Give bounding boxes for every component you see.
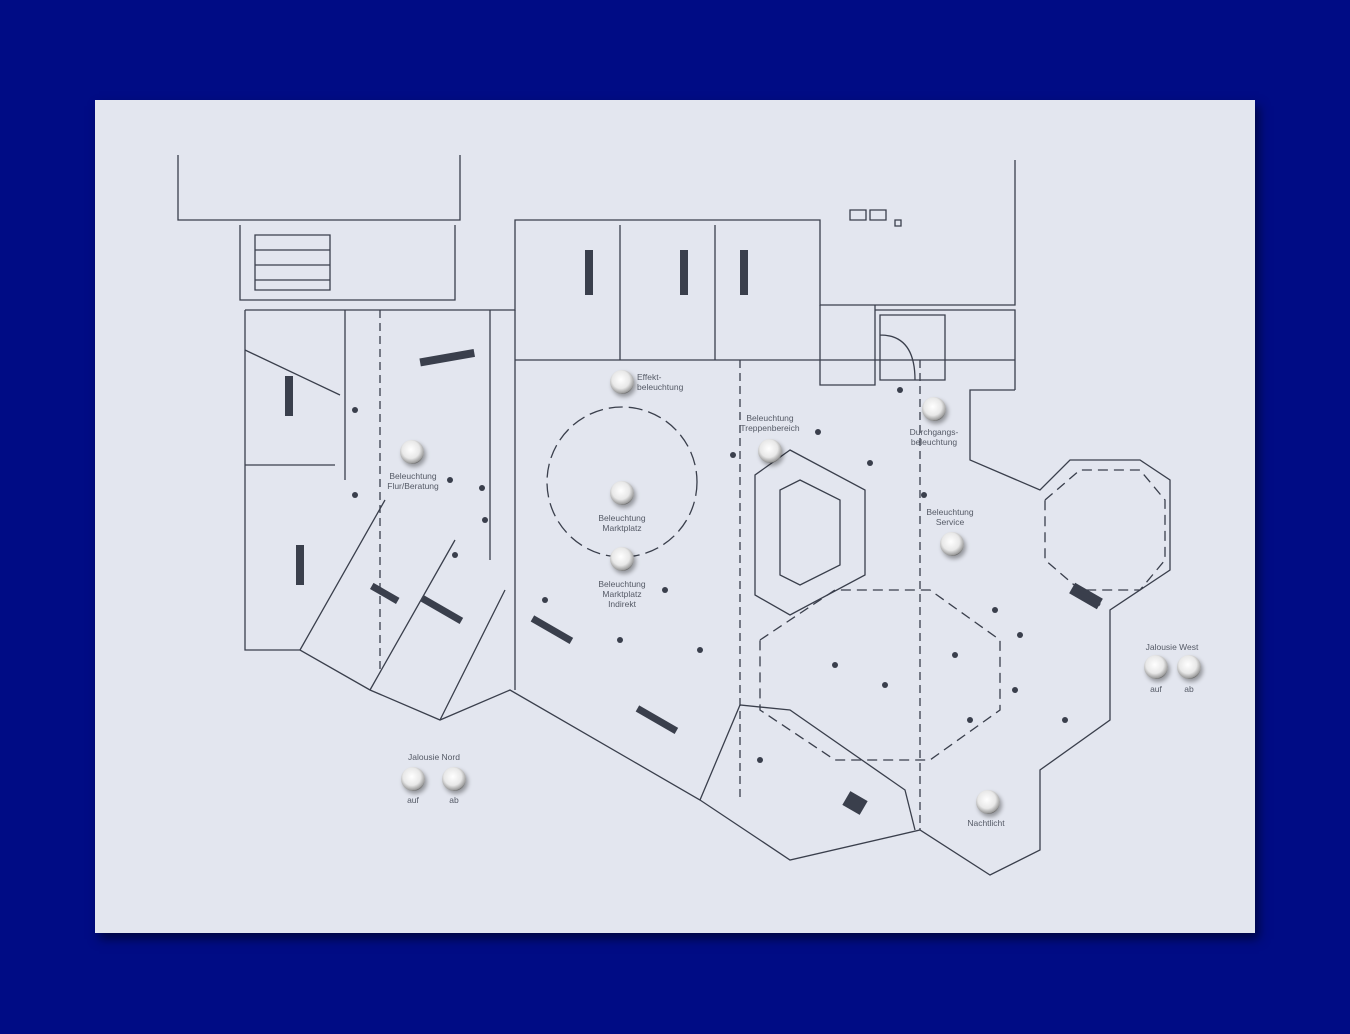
floor-plan-board — [95, 100, 1255, 933]
marktplatz-label: Beleuchtung Marktplatz — [598, 513, 646, 533]
treppenbereich-button[interactable] — [758, 439, 782, 463]
jalousie-nord-down-label: ab — [449, 795, 459, 805]
marktplatz-indirekt-label: Beleuchtung Marktplatz Indirekt — [598, 579, 646, 609]
jalousie-west-label: Jalousie West — [1145, 642, 1199, 652]
durchgang-button[interactable] — [922, 397, 946, 421]
jalousie-nord-up-button[interactable] — [401, 767, 425, 791]
jalousie-nord-label: Jalousie Nord — [408, 752, 460, 762]
jalousie-nord-up-label: auf — [407, 795, 419, 805]
flur-beratung-button[interactable] — [400, 440, 424, 464]
jalousie-west-up-label: auf — [1150, 684, 1162, 694]
flur-beratung-label: Beleuchtung Flur/Beratung — [387, 471, 439, 491]
service-label: Beleuchtung Service — [926, 507, 974, 527]
marktplatz-button[interactable] — [610, 481, 634, 505]
nachtlicht-button[interactable] — [976, 790, 1000, 814]
effekt-beleuchtung-label: Effekt- beleuchtung — [637, 372, 684, 392]
durchgang-label: Durchgangs- beleuchtung — [909, 427, 959, 447]
jalousie-west-up-button[interactable] — [1144, 655, 1168, 679]
effekt-beleuchtung-button[interactable] — [610, 370, 634, 394]
jalousie-west-down-label: ab — [1184, 684, 1194, 694]
treppenbereich-label: Beleuchtung Treppenbereich — [740, 413, 800, 433]
nachtlicht-label: Nachtlicht — [967, 818, 1005, 828]
jalousie-nord-down-button[interactable] — [442, 767, 466, 791]
marktplatz-indirekt-button[interactable] — [610, 547, 634, 571]
jalousie-west-down-button[interactable] — [1177, 655, 1201, 679]
service-button[interactable] — [940, 532, 964, 556]
